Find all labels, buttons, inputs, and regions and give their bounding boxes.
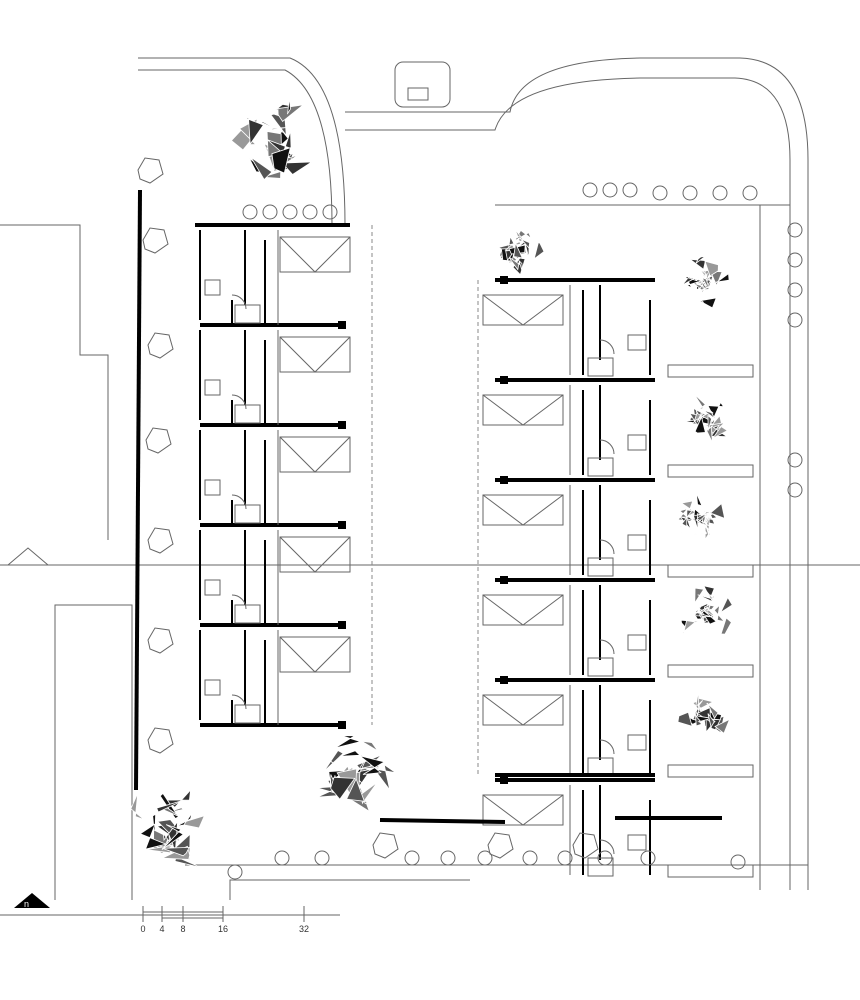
scale-tick-label: 8: [180, 924, 185, 934]
shrub-outline: [572, 832, 599, 859]
shrub: [582, 182, 598, 198]
shrub: [302, 204, 318, 220]
shrub-outline: [147, 627, 174, 654]
shrub: [522, 850, 538, 866]
shrub: [227, 864, 243, 880]
north-label: n: [24, 899, 29, 909]
tree-canopy: [677, 691, 731, 734]
left-unit: [199, 530, 351, 629]
shrub-outline: [145, 427, 172, 454]
shrub: [787, 482, 803, 498]
shrub: [730, 854, 746, 870]
shrub: [787, 312, 803, 328]
tree-canopy: [496, 229, 545, 276]
shrub-outline: [147, 332, 174, 359]
scale-tick-label: 4: [159, 924, 164, 934]
left-housing-block: [199, 230, 351, 729]
trees: [130, 97, 733, 869]
shrub: [477, 850, 493, 866]
site-boundaries: [0, 57, 860, 900]
shrub: [640, 850, 656, 866]
left-unit: [199, 230, 351, 329]
shrub: [242, 204, 258, 220]
scale-tick-label: 0: [140, 924, 145, 934]
right-unit: [482, 376, 754, 478]
shrub: [557, 850, 573, 866]
left-unit: [199, 330, 351, 429]
shrub: [440, 850, 456, 866]
right-unit: [482, 276, 754, 378]
shrub-outline: [142, 227, 169, 254]
right-unit: [482, 476, 754, 578]
tree-canopy: [316, 735, 397, 813]
shrub: [787, 222, 803, 238]
left-unit: [199, 430, 351, 529]
shrub: [787, 282, 803, 298]
shrub: [712, 185, 728, 201]
shrub: [602, 182, 618, 198]
garden-walls: [195, 223, 722, 824]
scale-tick-label: 16: [218, 924, 228, 934]
tree-canopy: [130, 788, 206, 869]
shrub-outline: [147, 527, 174, 554]
shrub: [682, 185, 698, 201]
shrub: [652, 185, 668, 201]
shrub: [262, 204, 278, 220]
shrub: [322, 204, 338, 220]
shrub: [787, 452, 803, 468]
shrub-outline: [147, 727, 174, 754]
shrub: [274, 850, 290, 866]
tree-canopy: [683, 393, 729, 443]
left-unit: [199, 630, 351, 729]
north-arrow: n: [14, 893, 50, 909]
scale-tick-label: 32: [299, 924, 309, 934]
right-unit: [482, 576, 754, 678]
perimeter-wall: [134, 189, 142, 791]
shrub: [404, 850, 420, 866]
shrub: [742, 185, 758, 201]
tree-canopy: [230, 97, 314, 182]
shrub: [787, 252, 803, 268]
shrub: [622, 182, 638, 198]
scale-bar: 0 4 8 16 32: [0, 906, 340, 934]
shrub-outline: [372, 832, 399, 859]
right-unit: [482, 776, 754, 878]
shrubs: [137, 157, 803, 880]
tree-canopy: [680, 585, 733, 641]
shrub: [597, 850, 613, 866]
shrub: [282, 204, 298, 220]
right-housing-block: [482, 276, 754, 878]
tree-canopy: [681, 255, 730, 309]
shrub-outline: [487, 832, 514, 859]
shrub-outline: [137, 157, 164, 184]
right-unit: [482, 676, 754, 778]
shrub: [314, 850, 330, 866]
tree-canopy: [677, 492, 725, 541]
